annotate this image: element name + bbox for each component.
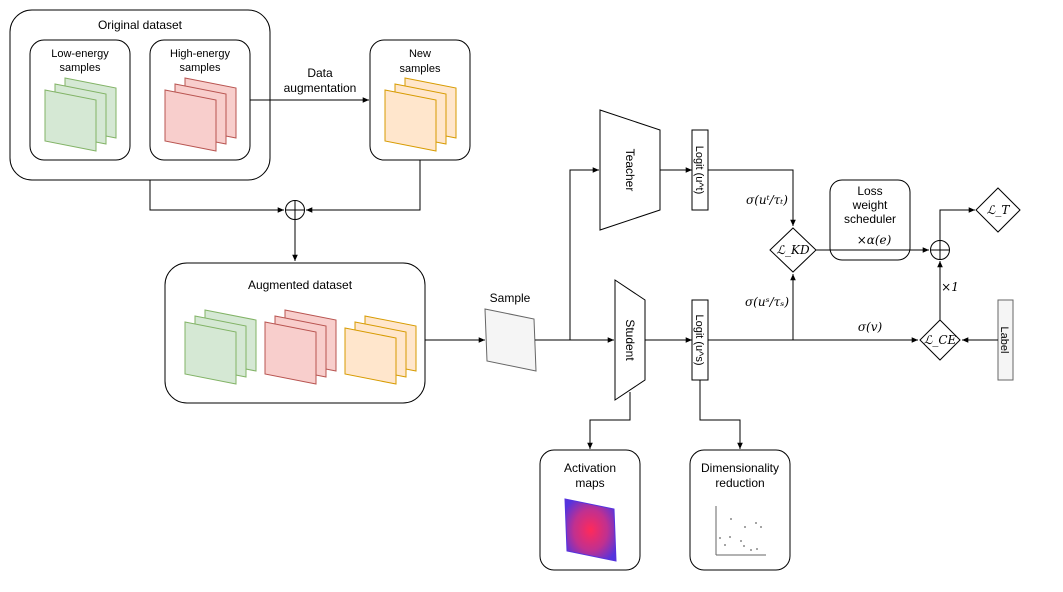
augmented-dataset-title: Augmented dataset [248, 278, 353, 292]
dimred-label-2: reduction [715, 476, 764, 490]
low-energy-label-1: Low-energy [51, 48, 109, 60]
scheduler-label-1: Loss [857, 184, 882, 198]
heatmap-icon [564, 498, 617, 562]
loss-weight-scheduler-node: Loss weight scheduler [829, 179, 911, 261]
scheduler-label-2: weight [852, 198, 888, 212]
teacher-logit-label: Logit (u^t) [693, 146, 705, 195]
label-node: Label [997, 299, 1014, 381]
sum-oplus-icon [930, 240, 950, 260]
data-augmentation-label-2: augmentation [284, 81, 357, 95]
scheduler-label-3: scheduler [844, 212, 896, 226]
scatter-plot-icon [715, 506, 766, 556]
activation-maps-label-2: maps [575, 476, 604, 490]
sample-label: Sample [490, 291, 531, 305]
low-energy-stack-icon [44, 77, 117, 152]
teacher-model: Teacher [599, 109, 661, 231]
low-energy-label-2: samples [60, 62, 101, 74]
new-samples-label-1: New [409, 48, 431, 60]
loss-kd-label: ℒ_KD [776, 243, 810, 257]
loss-total-node: ℒ_T [975, 187, 1021, 233]
activation-maps-node: Activation maps [539, 449, 641, 571]
student-label: Student [623, 319, 637, 361]
new-to-merge-edge [306, 160, 421, 213]
student-logit-label: Logit (u^s) [693, 314, 705, 365]
sigma-teacher-label: σ(uᵗ/τₜ) [746, 193, 788, 207]
teacher-label: Teacher [623, 149, 637, 192]
sigma-v-label: σ(v) [858, 320, 883, 334]
sample-image-icon [484, 308, 537, 372]
original-dataset-title: Original dataset [98, 18, 183, 32]
high-energy-label-1: High-energy [170, 48, 230, 60]
new-samples-group: New samples [369, 39, 471, 161]
label-text: Label [998, 327, 1010, 354]
loss-ce-node: ℒ_CE [919, 319, 961, 361]
loss-total-label: ℒ_T [987, 203, 1011, 217]
augmented-dataset-group: Augmented dataset [164, 262, 426, 404]
merge-oplus-icon [285, 200, 305, 220]
high-energy-stack-icon [164, 77, 237, 152]
new-samples-label-2: samples [400, 63, 441, 75]
original-to-merge-edge [149, 180, 284, 213]
sum-to-total-edge [939, 207, 975, 240]
original-dataset-group: Original dataset Low-energy samples High… [9, 9, 271, 181]
logit-to-dimred-edge [699, 380, 743, 449]
loss-ce-label: ℒ_CE [924, 333, 957, 347]
augmented-green-stack-icon [184, 309, 257, 385]
student-to-activation-edge [587, 392, 631, 449]
augmented-red-stack-icon [264, 309, 337, 385]
data-augmentation-label-1: Data [307, 66, 333, 80]
sigma-student-label: σ(uˢ/τₛ) [745, 295, 789, 309]
dimensionality-reduction-node: Dimensionality reduction [689, 449, 791, 571]
student-model: Student [614, 279, 646, 401]
student-logit-node: Logit (u^s) [691, 299, 709, 381]
times-alpha-label: ×α(e) [857, 233, 892, 247]
activation-maps-label-1: Activation [564, 461, 616, 475]
sample-to-teacher-edge [569, 167, 599, 340]
augmented-orange-stack-icon [344, 315, 417, 385]
teacher-logit-node: Logit (u^t) [691, 129, 709, 211]
high-energy-label-2: samples [180, 62, 221, 74]
dimred-label-1: Dimensionality [701, 461, 779, 475]
loss-kd-node: ℒ_KD [769, 227, 817, 273]
new-samples-stack-icon [384, 77, 457, 152]
times-one-label: ×1 [941, 280, 959, 294]
teacher-logit-to-kd-edge [708, 169, 796, 226]
